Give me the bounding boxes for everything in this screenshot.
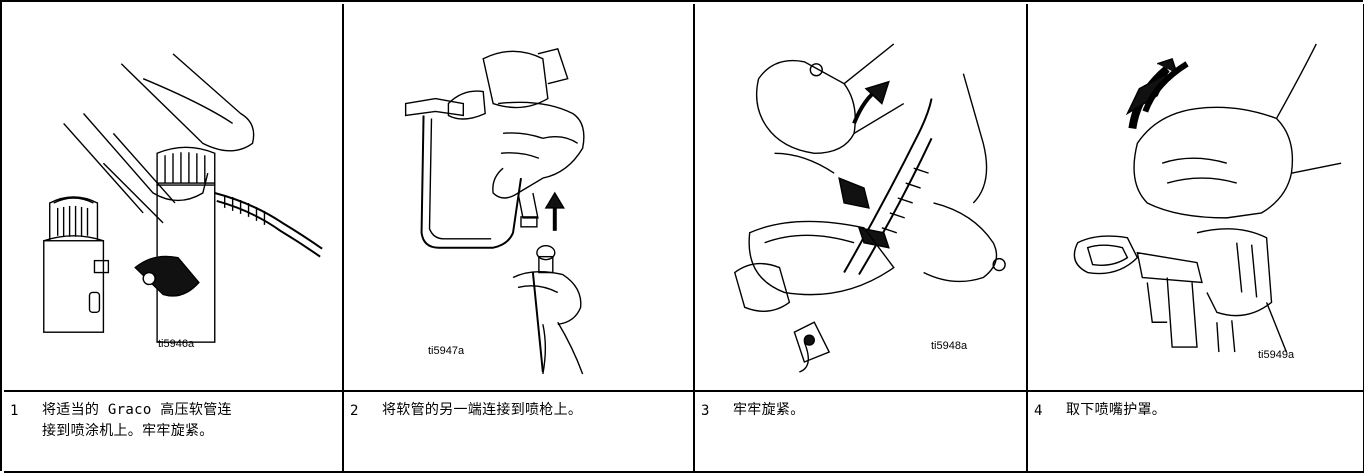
figure-id: ti5948a <box>931 340 968 352</box>
wrench-tighten-icon <box>733 43 1006 373</box>
step-text-line-2: 接到喷涂机上。牢牢旋紧。 <box>42 423 214 439</box>
remove-tip-guard-icon <box>1073 43 1342 353</box>
step-3-figure-cell: ti5948a <box>695 4 1028 392</box>
step-2-caption-cell: 2 将软管的另一端连接到喷枪上。 <box>344 392 695 473</box>
step-4-figure-cell: ti5949a <box>1028 4 1364 392</box>
hose-connect-to-sprayer-icon <box>43 53 323 343</box>
step-text: 牢牢旋紧。 <box>733 402 805 418</box>
hose-connect-to-gun-icon <box>404 48 585 375</box>
step-number: 1 <box>10 403 19 419</box>
step-number: 4 <box>1034 403 1043 419</box>
step-text: 将软管的另一端连接到喷枪上。 <box>382 402 583 418</box>
step-text: 将适当的 Graco 高压软管连 接到喷涂机上。牢牢旋紧。 <box>42 400 332 442</box>
step-4-caption-cell: 4 取下喷嘴护罩。 <box>1028 392 1364 473</box>
step-1-caption-cell: 1 将适当的 Graco 高压软管连 接到喷涂机上。牢牢旋紧。 <box>4 392 344 473</box>
step-text: 取下喷嘴护罩。 <box>1066 402 1167 418</box>
step-1-figure-cell: ti5946a <box>4 4 344 392</box>
step-2-figure-cell: ti5947a <box>344 4 695 392</box>
step-text-line-1: 将适当的 Graco 高压软管连 <box>42 402 232 418</box>
step-number: 2 <box>350 403 359 419</box>
step-3-caption-cell: 3 牢牢旋紧。 <box>695 392 1028 473</box>
figure-id: ti5946a <box>158 338 195 350</box>
figure-id: ti5947a <box>428 345 465 357</box>
step-number: 3 <box>701 403 710 419</box>
figure-id: ti5949a <box>1258 349 1295 361</box>
